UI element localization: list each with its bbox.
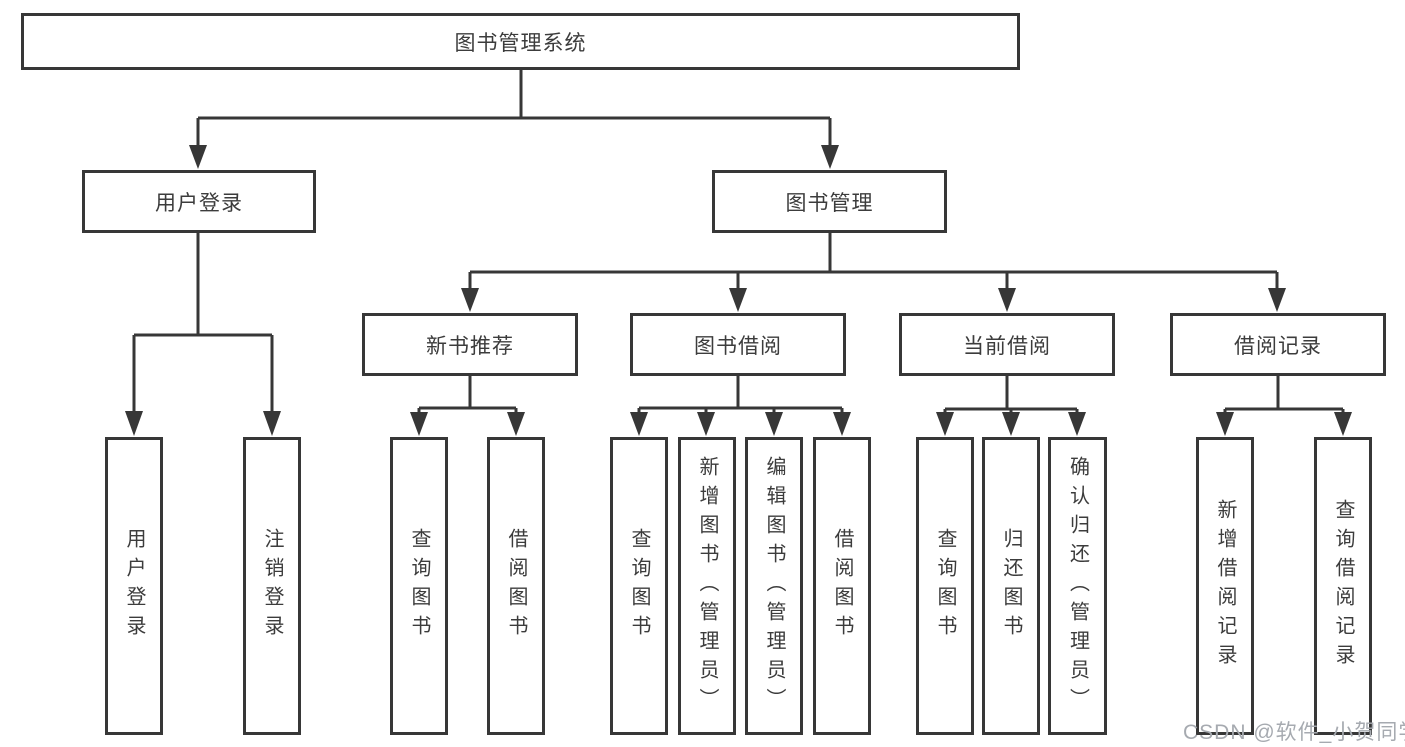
leaf-cb-return-books: 归还图书 bbox=[982, 437, 1040, 735]
node-borrow-records: 借阅记录 bbox=[1170, 313, 1386, 376]
node-book-mgmt: 图书管理 bbox=[712, 170, 947, 233]
leaf-bb-query-books-label: 查询图书 bbox=[628, 528, 650, 644]
leaf-cb-query-books: 查询图书 bbox=[916, 437, 974, 735]
node-book-mgmt-label: 图书管理 bbox=[785, 191, 874, 215]
leaf-cb-confirm-return-admin: 确认归还（管理员） bbox=[1048, 437, 1107, 735]
leaf-nb-query-books-label: 查询图书 bbox=[408, 528, 430, 644]
arrowhead-nb-query bbox=[410, 412, 428, 436]
arrowhead-nb-borrow bbox=[507, 412, 525, 436]
leaf-bb-query-books: 查询图书 bbox=[610, 437, 668, 735]
node-book-borrow: 图书借阅 bbox=[630, 313, 846, 376]
arrowhead-bb-add bbox=[697, 412, 715, 436]
leaf-cb-query-books-label: 查询图书 bbox=[934, 528, 956, 644]
leaf-br-query-record-label: 查询借阅记录 bbox=[1332, 499, 1354, 673]
arrowhead-cb-confirm bbox=[1068, 412, 1086, 436]
arrowhead-bb-borrow bbox=[833, 412, 851, 436]
arrowhead-cb-query bbox=[936, 412, 954, 436]
arrowhead-borrow-records bbox=[1268, 288, 1286, 312]
leaf-cb-return-books-label: 归还图书 bbox=[1000, 528, 1022, 644]
leaf-bb-borrow-books: 借阅图书 bbox=[813, 437, 871, 735]
arrowhead-leaf-user-login bbox=[125, 411, 143, 436]
leaf-user-login-label: 用户登录 bbox=[123, 528, 145, 644]
arrowhead-br-add bbox=[1216, 412, 1234, 436]
node-book-borrow-label: 图书借阅 bbox=[694, 334, 782, 358]
node-current-borrow: 当前借阅 bbox=[899, 313, 1115, 376]
leaf-nb-borrow-books-label: 借阅图书 bbox=[505, 528, 527, 644]
leaf-br-query-record: 查询借阅记录 bbox=[1314, 437, 1372, 735]
leaf-bb-add-books-admin: 新增图书（管理员） bbox=[678, 437, 736, 735]
arrowhead-leaf-logout bbox=[263, 411, 281, 436]
node-root: 图书管理系统 bbox=[21, 13, 1020, 70]
csdn-watermark: CSDN @软件_小贺同学 bbox=[1183, 721, 1405, 744]
arrowhead-current-borrow bbox=[998, 288, 1016, 312]
arrowhead-cb-return bbox=[1002, 412, 1020, 436]
leaf-logout-login-label: 注销登录 bbox=[261, 528, 283, 644]
leaf-br-add-record: 新增借阅记录 bbox=[1196, 437, 1254, 735]
leaf-cb-confirm-return-admin-label: 确认归还（管理员） bbox=[1066, 455, 1089, 717]
arrowhead-book-borrow bbox=[729, 288, 747, 312]
node-borrow-records-label: 借阅记录 bbox=[1234, 334, 1322, 358]
leaf-nb-borrow-books: 借阅图书 bbox=[487, 437, 545, 735]
leaf-bb-edit-books-admin-label: 编辑图书（管理员） bbox=[763, 455, 785, 717]
arrowhead-user-login bbox=[189, 145, 207, 169]
arrowhead-bb-edit bbox=[765, 412, 783, 436]
node-new-book-rec-label: 新书推荐 bbox=[426, 334, 514, 358]
leaf-user-login: 用户登录 bbox=[105, 437, 163, 735]
arrowhead-book-mgmt bbox=[821, 145, 839, 169]
node-root-label: 图书管理系统 bbox=[454, 31, 587, 55]
node-user-login: 用户登录 bbox=[82, 170, 316, 233]
arrowhead-new-book bbox=[461, 288, 479, 312]
leaf-bb-borrow-books-label: 借阅图书 bbox=[831, 528, 853, 644]
leaf-logout-login: 注销登录 bbox=[243, 437, 301, 735]
arrowhead-br-query bbox=[1334, 412, 1352, 436]
leaf-bb-add-books-admin-label: 新增图书（管理员） bbox=[696, 455, 718, 717]
node-current-borrow-label: 当前借阅 bbox=[963, 334, 1051, 358]
leaf-br-add-record-label: 新增借阅记录 bbox=[1214, 499, 1236, 673]
node-new-book-rec: 新书推荐 bbox=[362, 313, 578, 376]
leaf-bb-edit-books-admin: 编辑图书（管理员） bbox=[745, 437, 803, 735]
arrowhead-bb-query bbox=[630, 412, 648, 436]
leaf-nb-query-books: 查询图书 bbox=[390, 437, 448, 735]
node-user-login-label: 用户登录 bbox=[155, 191, 243, 215]
